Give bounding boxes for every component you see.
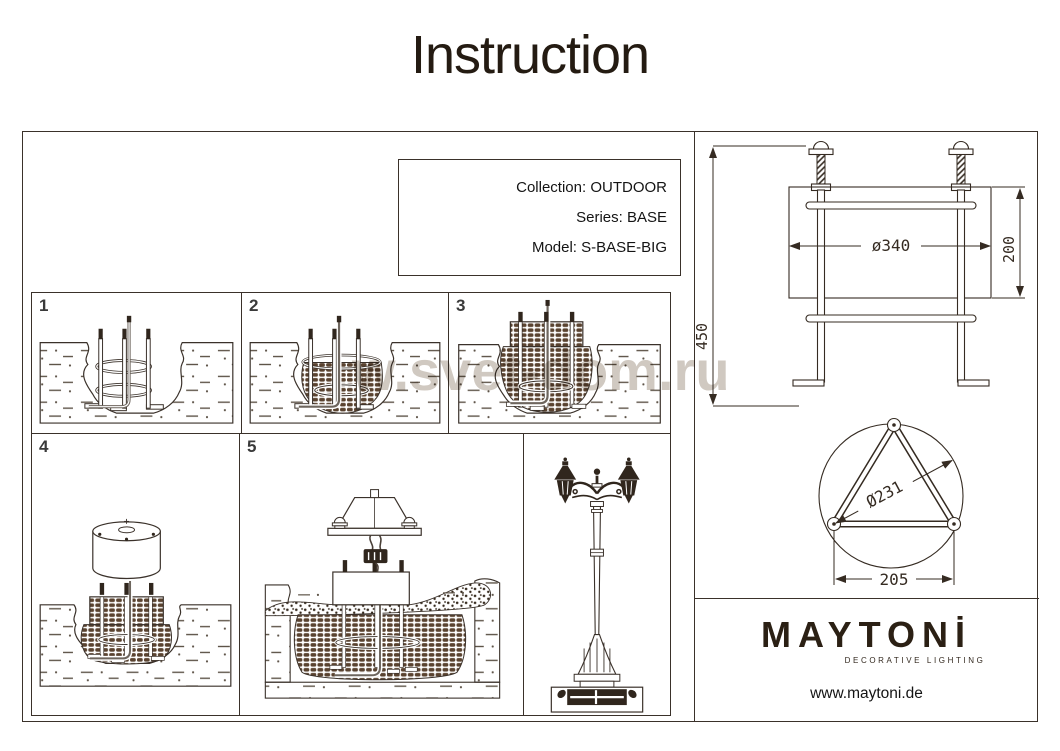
dim-bolt-circle: Ø231 [863, 477, 906, 512]
step-5-number: 5 [247, 437, 257, 456]
lamp-post-cell [524, 434, 670, 715]
dim-plate-height: 200 [1000, 236, 1018, 263]
brand-tagline: DECORATIVE LIGHTING [844, 655, 986, 665]
step-3-cell: 3 [449, 293, 670, 434]
step-3-diagram [458, 299, 661, 424]
info-model: Model: S-BASE-BIG [531, 239, 667, 256]
panel-divider [694, 132, 695, 721]
dim-height-overall: 450 [693, 323, 711, 350]
step-3-number: 3 [456, 296, 466, 315]
step-2-diagram [249, 315, 441, 424]
step-1-number: 1 [39, 296, 49, 315]
drawing-board: Collection: OUTDOOR Series: BASE Model: … [22, 131, 1039, 722]
step-1-cell: 1 [32, 293, 242, 434]
brand-block: MAYTONİ DECORATIVE LIGHTING www.maytoni.… [694, 598, 1039, 721]
step-5-cell: 5 [240, 434, 524, 715]
step-4-number: 4 [39, 437, 49, 456]
dim-plate-diameter: ø340 [872, 236, 911, 255]
step-4-diagram [39, 518, 232, 687]
page-title: Instruction [410, 25, 650, 85]
steps-grid: 1 [31, 292, 671, 716]
info-collection: Collection: OUTDOOR [516, 179, 667, 196]
step-2-number: 2 [249, 296, 259, 315]
product-info-box: Collection: OUTDOOR Series: BASE Model: … [398, 159, 681, 276]
step-5-diagram [264, 489, 501, 699]
anchor-plan-view: Ø231 205 [818, 417, 964, 589]
lamp-post-illustration [550, 457, 644, 713]
info-series: Series: BASE [576, 209, 667, 226]
step-1-diagram [39, 315, 234, 424]
brand-website: www.maytoni.de [810, 684, 923, 702]
step-2-cell: 2 [242, 293, 449, 434]
brand-logo: MAYTONİ [760, 613, 973, 655]
logo-divider [694, 598, 1039, 599]
anchor-front-view: 450 [693, 141, 1025, 407]
step-4-cell: 4 [32, 434, 240, 715]
dim-bolt-spacing: 205 [880, 570, 909, 589]
